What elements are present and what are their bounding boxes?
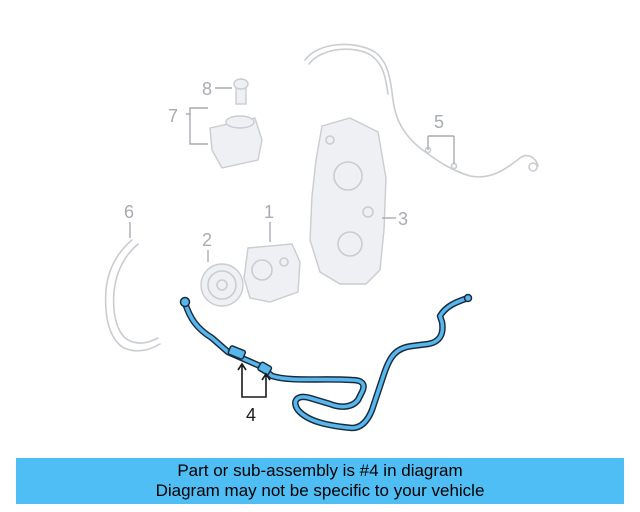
callout-5-leader [427,135,455,164]
callout-4: 4 [246,405,256,425]
callout-6: 6 [124,202,134,222]
callout-1: 1 [264,202,274,222]
callout-5: 5 [434,112,444,132]
part-7-reservoir [209,78,263,169]
callout-4-leader [237,362,271,398]
info-banner: Part or sub-assembly is #4 in diagram Di… [16,458,624,504]
part-6-suction-hose [104,239,161,352]
parts-diagram: 5 8 7 3 1 2 6 [104,43,539,432]
callout-8: 8 [202,79,212,99]
callout-3: 3 [398,209,408,229]
banner-line-2: Diagram may not be specific to your vehi… [155,481,485,500]
callout-2: 2 [202,230,212,250]
banner-line-1: Part or sub-assembly is #4 in diagram [177,461,463,480]
part-1-pump [243,243,301,303]
callout-7-leader [186,107,208,145]
callout-7: 7 [168,106,178,126]
part-2-pulley [200,263,244,307]
part-4-pressure-hose [179,293,473,432]
part-3-bracket [309,117,387,285]
